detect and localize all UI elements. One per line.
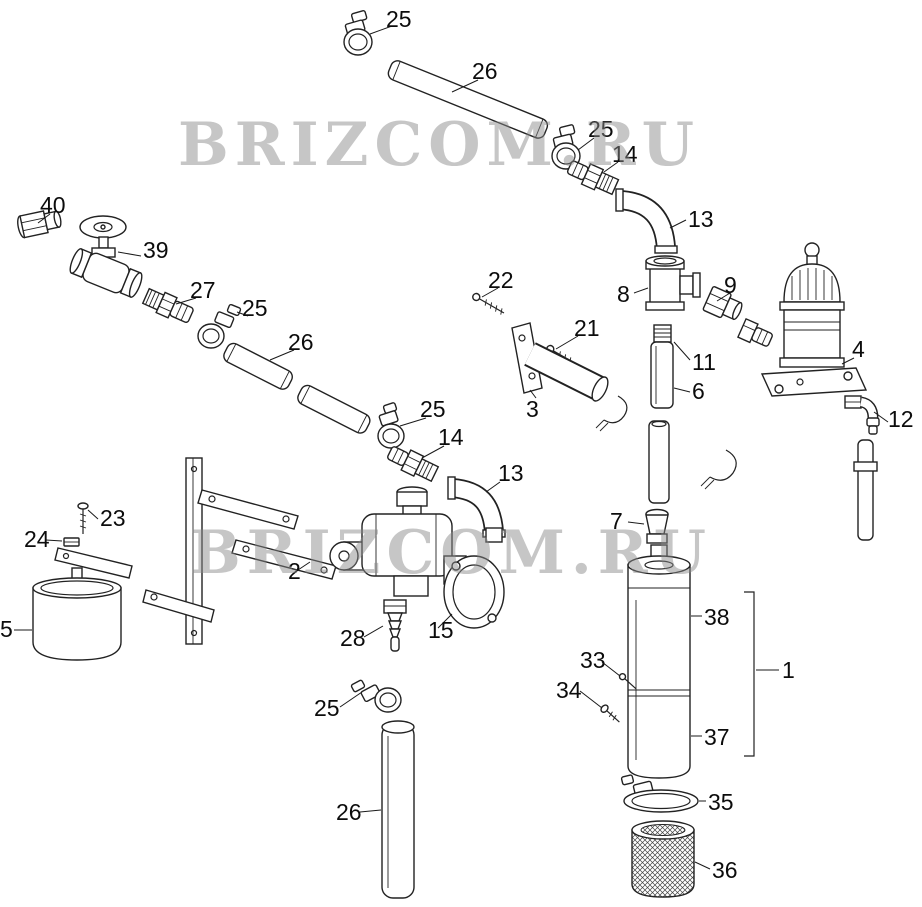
- part-label-40: 40: [40, 192, 66, 218]
- part-label-21: 21: [574, 315, 600, 341]
- part-label-14-upper: 14: [612, 141, 638, 167]
- part-23-screw: [77, 502, 89, 534]
- part-25-hose-clamp-top: [343, 9, 373, 56]
- part-35-clamp-ring: [620, 774, 699, 813]
- part-label-8: 8: [617, 281, 630, 307]
- part-13-elbow-upper: [615, 188, 678, 254]
- part-label-34: 34: [556, 677, 582, 703]
- part-label-1: 1: [782, 657, 795, 683]
- part-25-hose-clamp-upper: [551, 124, 581, 170]
- part-27-adapter: [141, 287, 194, 323]
- part-label-38: 38: [704, 604, 730, 630]
- part-label-15: 15: [428, 617, 454, 643]
- part-label-5: 5: [0, 616, 13, 642]
- part-28-barb-fitting: [383, 599, 407, 652]
- part-14-hose-fitting-upper: [566, 160, 620, 196]
- part-label-26-bottom: 26: [336, 799, 362, 825]
- part-label-25-mid: 25: [420, 396, 446, 422]
- part-label-23: 23: [100, 505, 126, 531]
- part-33-screw: [618, 672, 637, 690]
- part-24-nut: [63, 537, 80, 547]
- part-label-3: 3: [526, 396, 539, 422]
- part-label-27: 27: [190, 277, 216, 303]
- part-label-33: 33: [580, 647, 606, 673]
- part-26-hose-top: [387, 60, 549, 139]
- part-39-valve: [69, 215, 143, 298]
- part-14-hose-fitting-mid: [387, 446, 440, 483]
- part-label-4: 4: [852, 336, 865, 362]
- part-9-coupling-nut: [702, 286, 743, 321]
- part-hook-clamp-a: [595, 395, 628, 432]
- part-22-screw: [472, 292, 505, 315]
- part-40-coupling: [17, 210, 62, 239]
- part-11-nipple: [653, 324, 672, 343]
- part-label-22: 22: [488, 267, 514, 293]
- part-26-hose-mid-b: [297, 384, 371, 434]
- part-38-37-filter-housing: [627, 544, 691, 779]
- part-34-screw: [600, 704, 620, 723]
- part-label-26-mid: 26: [288, 329, 314, 355]
- part-label-2: 2: [288, 558, 301, 584]
- part-25-hose-clamp-mid: [377, 402, 405, 449]
- part-26-hose-mid-a: [223, 342, 293, 390]
- part-8-tee-fitting: [645, 255, 701, 311]
- leader-lines: [14, 25, 889, 870]
- part-7-connector: [645, 508, 669, 544]
- part-label-35: 35: [708, 789, 734, 815]
- part-36-strainer: [631, 820, 695, 898]
- part-hose-nipple-right: [737, 317, 773, 347]
- part-1-assembly-bracket: [744, 591, 755, 757]
- part-label-25-top: 25: [386, 6, 412, 32]
- part-label-28: 28: [340, 625, 366, 651]
- part-label-6: 6: [692, 378, 705, 404]
- part-label-11: 11: [692, 349, 716, 375]
- part-tube-mid-vertical: [648, 420, 670, 504]
- part-label-25-upper: 25: [588, 116, 614, 142]
- part-label-13-mid: 13: [498, 460, 524, 486]
- part-15-pump-body: [329, 486, 505, 629]
- part-label-39: 39: [143, 237, 169, 263]
- part-12-elbow-fitting: [844, 395, 880, 435]
- part-hook-clamp-b: [700, 449, 737, 490]
- part-pipe-right: [853, 439, 878, 541]
- part-label-36: 36: [712, 857, 738, 883]
- part-25-hose-clamp-left: [197, 303, 242, 349]
- part-6-tube: [650, 341, 674, 409]
- part-label-9: 9: [724, 272, 737, 298]
- part-label-12: 12: [888, 406, 914, 432]
- part-label-26-top: 26: [472, 58, 498, 84]
- part-label-13-upper: 13: [688, 206, 714, 232]
- part-label-25-bottom: 25: [314, 695, 340, 721]
- part-label-25-left: 25: [242, 295, 268, 321]
- part-3-bracket: [511, 322, 609, 402]
- part-2-bracket-frame: [54, 457, 337, 645]
- part-label-37: 37: [704, 724, 730, 750]
- part-label-14-mid: 14: [438, 424, 464, 450]
- part-25-hose-clamp-bottom: [350, 679, 402, 713]
- part-label-7: 7: [610, 508, 623, 534]
- part-26-hose-bottom: [381, 720, 415, 899]
- part-label-24: 24: [24, 526, 50, 552]
- part-4-accumulator: [760, 242, 868, 397]
- part-5-float: [32, 567, 122, 661]
